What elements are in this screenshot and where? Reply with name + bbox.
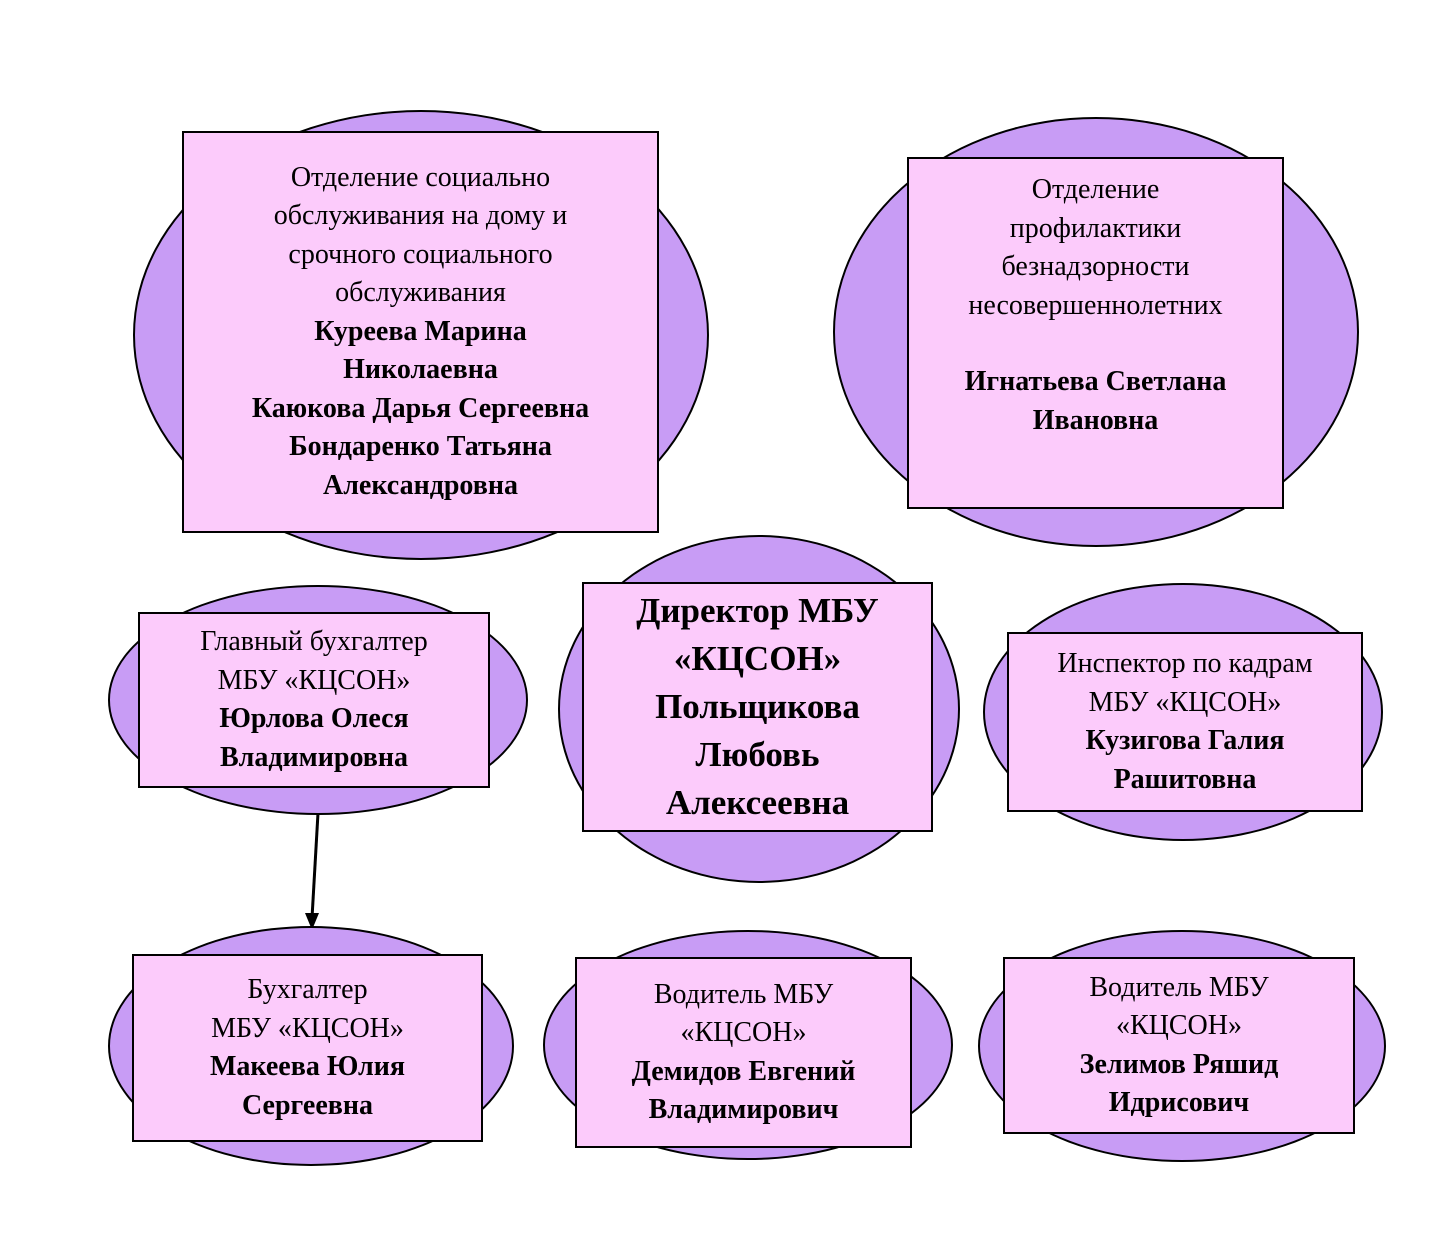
social-service-box: Отделение социально обслуживания на дому… [182,131,659,533]
prevention-title-line: безнадзорности [1001,251,1190,282]
driver-1-name-line: Демидов Евгений [631,1055,856,1087]
prevention-title-line: Отделение [1031,174,1160,205]
driver-1-name-line: Владимирович [648,1094,839,1125]
director-line: «КЦСОН» [673,639,842,678]
social-service-title-line: обслуживания [335,277,506,309]
driver-2-title-line: «КЦСОН» [1115,1010,1242,1041]
accountant-name-line: Макеева Юлия [210,1051,405,1082]
social-service-name-line: Александровна [323,469,518,501]
driver-2-name-line: Идрисович [1108,1087,1250,1118]
chief-accountant-name-line: Юрлова Олеся [219,703,409,734]
chief-accountant-title-line: Главный бухгалтер [200,626,428,657]
director-line: Алексеевна [665,783,850,822]
social-service-name-line: Каюкова Дарья Сергеевна [251,392,590,424]
accountant-title-line: МБУ «КЦСОН» [211,1012,404,1044]
director-line: Любовь [695,735,820,774]
hr-inspector-name-line: Рашитовна [1113,763,1257,795]
social-service-name-line: Бондаренко Татьяна [289,431,552,463]
accountant-name-line: Сергеевна [241,1089,374,1121]
chief-accountant-title-line: МБУ «КЦСОН» [217,664,411,696]
hr-inspector-title-line: МБУ «КЦСОН» [1088,686,1282,718]
social-service-title-line: срочного социального [288,238,553,270]
director-line: Польщикова [655,687,860,726]
driver-2-box: Водитель МБУ «КЦСОН» Зелимов Ряшид Идрис… [1003,957,1355,1134]
social-service-title-line: обслуживания на дому и [273,200,568,232]
social-service-title-line: Отделение социально [290,161,551,193]
accountant-box: Бухгалтер МБУ «КЦСОН» Макеева Юлия Серге… [132,954,483,1142]
social-service-name-line: Николаевна [343,354,498,386]
prevention-spacer [915,325,1276,363]
driver-2-name-line: Зелимов Ряшид [1079,1048,1279,1080]
prevention-name-line: Ивановна [1032,404,1159,436]
hr-inspector-name-line: Кузигова Галия [1085,725,1285,756]
prevention-title-line: несовершеннолетних [968,289,1223,321]
hr-inspector-title-line: Инспектор по кадрам [1057,648,1313,679]
chief-accountant-box: Главный бухгалтер МБУ «КЦСОН» Юрлова Оле… [138,612,490,788]
driver-2-title-line: Водитель МБУ [1089,971,1269,1003]
director-line: Директор МБУ [636,591,879,630]
arrow-chief-to-accountant [310,812,320,919]
driver-1-title-line: Водитель МБУ [653,978,834,1010]
director-box: Директор МБУ «КЦСОН» Польщикова Любовь А… [582,582,933,832]
chief-accountant-name-line: Владимировна [219,741,408,773]
driver-1-box: Водитель МБУ «КЦСОН» Демидов Евгений Вла… [575,957,912,1148]
prevention-name-line: Игнатьева Светлана [964,366,1227,397]
social-service-name-line: Куреева Марина [314,315,527,347]
prevention-title-line: профилактики [1009,212,1182,244]
driver-1-title-line: «КЦСОН» [680,1017,807,1048]
prevention-box: Отделение профилактики безнадзорности не… [907,157,1284,509]
accountant-title-line: Бухгалтер [247,974,368,1005]
hr-inspector-box: Инспектор по кадрам МБУ «КЦСОН» Кузигова… [1007,632,1363,812]
